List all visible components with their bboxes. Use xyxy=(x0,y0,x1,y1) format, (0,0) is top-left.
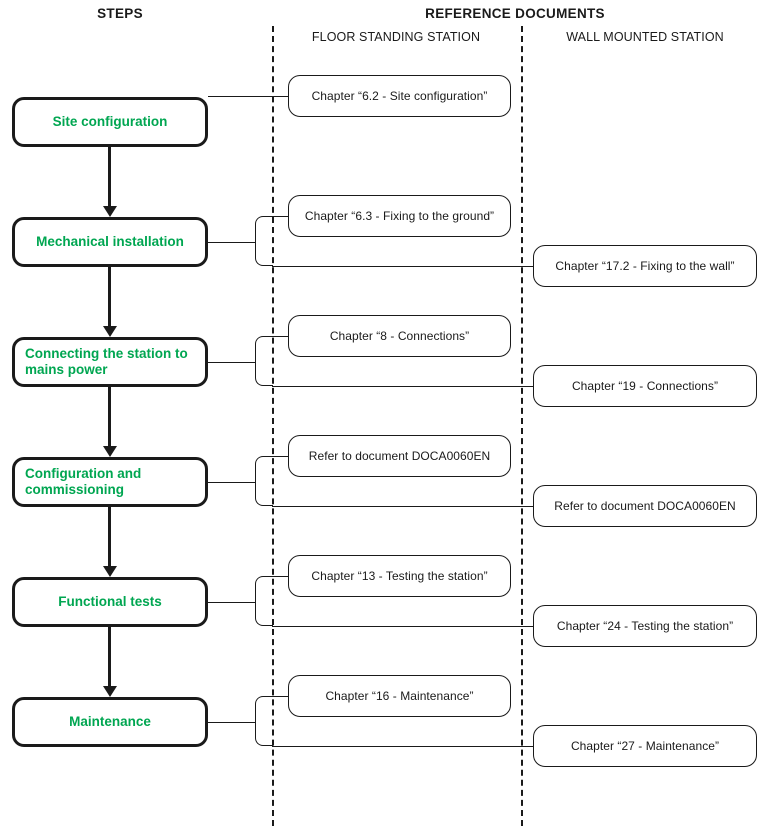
document-box-floor-standing[interactable]: Refer to document DOCA0060EN xyxy=(288,435,511,477)
connector-run-wall xyxy=(272,746,534,747)
document-label: Chapter “6.3 - Fixing to the ground” xyxy=(304,209,495,223)
step-label: Connecting the station to mains power xyxy=(25,346,188,377)
document-box-floor-standing[interactable]: Chapter “13 - Testing the station” xyxy=(288,555,511,597)
connector-run-floor xyxy=(272,456,289,457)
flow-arrow-shaft xyxy=(108,147,111,207)
document-label: Chapter “6.2 - Site configuration” xyxy=(311,89,488,103)
step-label: Configuration and commissioning xyxy=(25,466,142,497)
connector-run-wall xyxy=(272,386,534,387)
connector-run-floor xyxy=(272,696,289,697)
document-label: Chapter “13 - Testing the station” xyxy=(311,569,488,583)
flow-arrow-head xyxy=(103,206,117,217)
connector-bracket xyxy=(255,456,273,506)
flow-arrow-head xyxy=(103,446,117,457)
connector-bracket xyxy=(255,696,273,746)
connector-stub xyxy=(208,482,256,483)
connector-run-floor xyxy=(272,216,289,217)
document-box-wall-mounted[interactable]: Chapter “17.2 - Fixing to the wall” xyxy=(533,245,757,287)
connector-stub xyxy=(208,362,256,363)
document-label: Chapter “8 - Connections” xyxy=(329,329,470,343)
step-box[interactable]: Maintenance xyxy=(12,697,208,747)
document-label: Chapter “27 - Maintenance” xyxy=(570,739,720,753)
connector-bracket xyxy=(255,216,273,266)
flow-arrow-head xyxy=(103,326,117,337)
connector-stub xyxy=(208,242,256,243)
connector-run-floor xyxy=(272,576,289,577)
column-header-wall-mounted-station: WALL MOUNTED STATION xyxy=(566,30,724,44)
step-box[interactable]: Configuration and commissioning xyxy=(12,457,208,507)
step-label: Functional tests xyxy=(58,594,162,610)
document-box-wall-mounted[interactable]: Refer to document DOCA0060EN xyxy=(533,485,757,527)
document-box-floor-standing[interactable]: Chapter “6.3 - Fixing to the ground” xyxy=(288,195,511,237)
flow-arrow-head xyxy=(103,686,117,697)
document-box-wall-mounted[interactable]: Chapter “27 - Maintenance” xyxy=(533,725,757,767)
flow-arrow-shaft xyxy=(108,267,111,327)
document-label: Chapter “17.2 - Fixing to the wall” xyxy=(555,259,735,273)
connector-run-wall xyxy=(272,506,534,507)
document-box-wall-mounted[interactable]: Chapter “24 - Testing the station” xyxy=(533,605,757,647)
step-label: Mechanical installation xyxy=(36,234,184,250)
flow-arrow-shaft xyxy=(108,387,111,447)
connector-stub xyxy=(208,602,256,603)
step-box[interactable]: Connecting the station to mains power xyxy=(12,337,208,387)
step-box[interactable]: Functional tests xyxy=(12,577,208,627)
connector-run-floor xyxy=(208,96,289,97)
connector-run-wall xyxy=(272,626,534,627)
step-box[interactable]: Site configuration xyxy=(12,97,208,147)
document-box-floor-standing[interactable]: Chapter “8 - Connections” xyxy=(288,315,511,357)
document-label: Refer to document DOCA0060EN xyxy=(554,499,736,513)
flow-arrow-head xyxy=(103,566,117,577)
column-divider-right xyxy=(521,26,523,826)
document-box-floor-standing[interactable]: Chapter “16 - Maintenance” xyxy=(288,675,511,717)
document-box-wall-mounted[interactable]: Chapter “19 - Connections” xyxy=(533,365,757,407)
flow-arrow-shaft xyxy=(108,627,111,687)
document-label: Chapter “24 - Testing the station” xyxy=(556,619,734,633)
connector-stub xyxy=(208,722,256,723)
step-label: Maintenance xyxy=(69,714,151,730)
document-label: Refer to document DOCA0060EN xyxy=(308,449,491,463)
connector-run-wall xyxy=(272,266,534,267)
connector-run-floor xyxy=(272,336,289,337)
step-label: Site configuration xyxy=(52,114,168,130)
column-divider-left xyxy=(272,26,274,826)
document-box-floor-standing[interactable]: Chapter “6.2 - Site configuration” xyxy=(288,75,511,117)
column-header-floor-standing-station: FLOOR STANDING STATION xyxy=(311,30,481,44)
flow-arrow-shaft xyxy=(108,507,111,567)
step-box[interactable]: Mechanical installation xyxy=(12,217,208,267)
column-header-steps: STEPS xyxy=(97,6,143,21)
connector-bracket xyxy=(255,576,273,626)
document-label: Chapter “19 - Connections” xyxy=(571,379,719,393)
document-label: Chapter “16 - Maintenance” xyxy=(325,689,474,703)
connector-bracket xyxy=(255,336,273,386)
column-header-reference-documents: REFERENCE DOCUMENTS xyxy=(425,6,605,21)
